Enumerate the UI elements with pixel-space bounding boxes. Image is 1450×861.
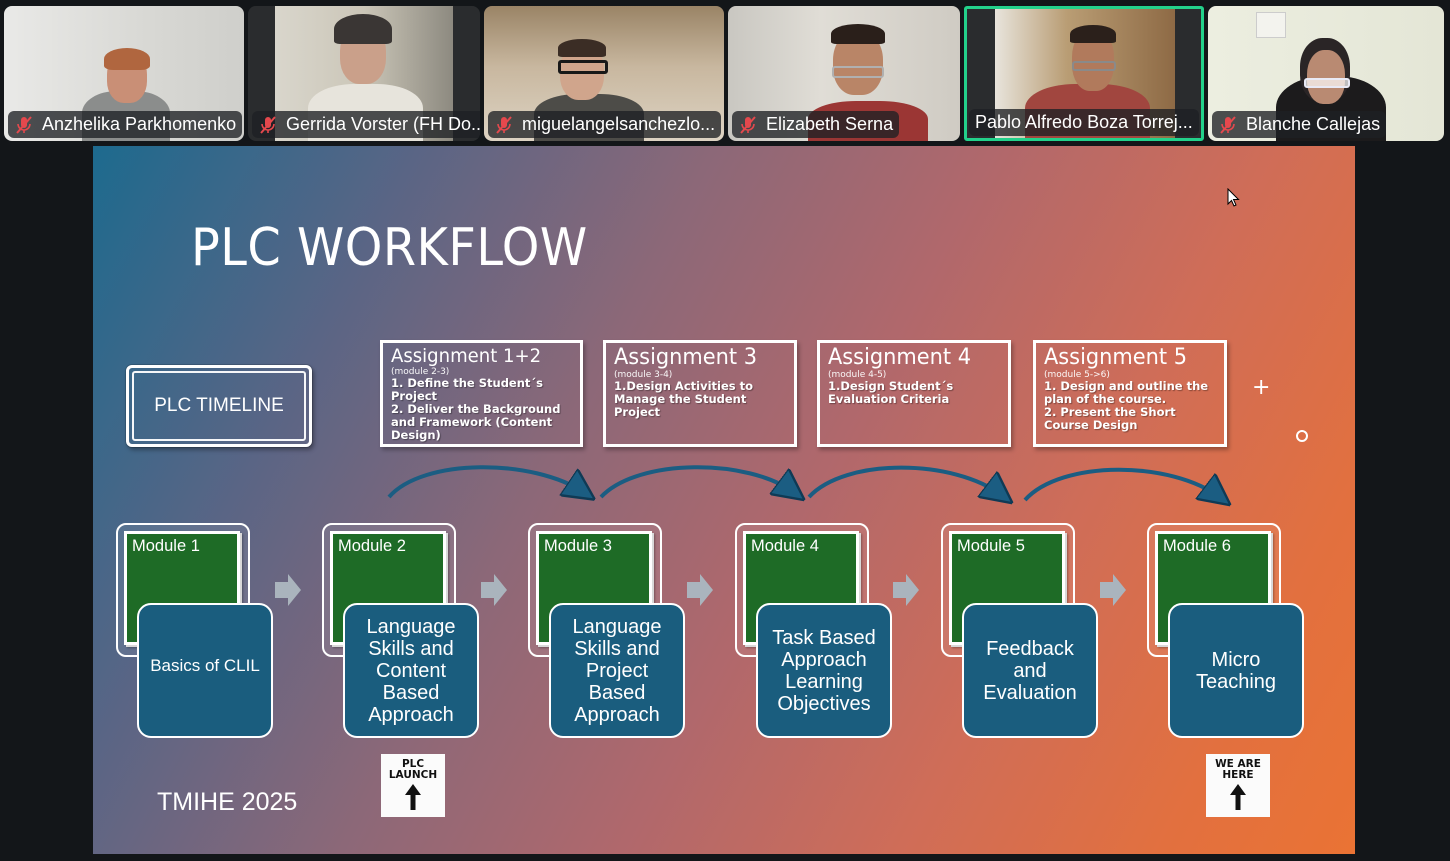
mouse-cursor-icon [1227, 188, 1240, 207]
module-label: Module 4 [751, 537, 819, 555]
module-label: Module 5 [957, 537, 1025, 555]
participant-tile[interactable]: miguelangelsanchezlo... [484, 6, 724, 141]
sign-text: WE ARE [1215, 758, 1261, 770]
arrow-up-icon [1230, 784, 1246, 810]
module-card: Module 4 Task Based Approach Learning Ob… [735, 523, 892, 738]
assignment-title: Assignment 1+2 [391, 345, 542, 367]
participant-name: Blanche Callejas [1246, 114, 1381, 134]
assignment-modules: (module 5->6) [1044, 370, 1110, 380]
participant-nameplate: Elizabeth Serna [732, 111, 900, 138]
chevron-right-arrow-icon [687, 574, 713, 606]
participant-name: Anzhelika Parkhomenko [42, 114, 237, 134]
chevron-right-arrow-icon [275, 574, 301, 606]
participant-name: Elizabeth Serna [766, 114, 894, 134]
module-label: Module 1 [132, 537, 200, 555]
curved-arrow-icon [1023, 467, 1221, 500]
plc-launch-sign: PLC LAUNCH [381, 754, 445, 817]
assignment-title: Assignment 3 [614, 345, 758, 370]
participant-nameplate: miguelangelsanchezlo... [488, 111, 722, 138]
assignment-task: 1.Design Activities to Manage the Studen… [614, 379, 754, 419]
participant-nameplate: Pablo Alfredo Boza Torrej... [969, 109, 1199, 136]
participant-nameplate: Gerrida Vorster (FH Do... [252, 111, 480, 138]
assignment-box: Assignment 1+2 (module 2-3) 1. Define th… [380, 340, 583, 447]
assignment-modules: (module 2-3) [391, 367, 450, 377]
module-topic: Task Based Approach Learning Objectives [756, 603, 892, 738]
sign-text: PLC [401, 758, 425, 770]
curved-arrow-icon [599, 465, 795, 497]
assignment-box: Assignment 4 (module 4-5) 1.Design Stude… [817, 340, 1011, 447]
slide-title: PLC WORKFLOW [191, 218, 588, 278]
mic-off-icon [13, 114, 35, 136]
assignment-title: Assignment 4 [828, 345, 972, 370]
module-card: Module 1 Basics of CLIL [116, 523, 273, 738]
assignment-title: Assignment 5 [1044, 345, 1188, 370]
chevron-right-arrow-icon [1100, 574, 1126, 606]
plc-timeline-label: PLC TIMELINE [154, 395, 284, 416]
participant-tile[interactable]: Blanche Callejas [1208, 6, 1444, 141]
chevron-right-arrow-icon [481, 574, 507, 606]
assignment-task: 2. Present the Short Course Design [1044, 405, 1176, 432]
assignment-box: Assignment 3 (module 3-4) 1.Design Activ… [603, 340, 797, 447]
assignment-modules: (module 4-5) [828, 370, 887, 380]
assignment-task: 2. Deliver the Background and Framework … [391, 402, 561, 442]
circle-decoration-icon [1296, 430, 1308, 442]
participant-nameplate: Anzhelika Parkhomenko [8, 111, 243, 138]
we-are-here-sign: WE ARE HERE [1206, 754, 1270, 817]
shared-slide: PLC WORKFLOW PLC TIMELINE Assignment 1+2… [93, 146, 1355, 854]
plus-decoration-icon: + [1252, 375, 1271, 400]
mic-off-icon [1217, 114, 1239, 136]
assignment-box: Assignment 5 (module 5->6) 1. Design and… [1033, 340, 1227, 447]
module-card: Module 3 Language Skills and Project Bas… [528, 523, 685, 738]
curved-arrow-icon [807, 465, 1003, 497]
mic-off-icon [493, 114, 515, 136]
module-topic: Micro Teaching [1168, 603, 1304, 738]
plc-timeline-box: PLC TIMELINE [126, 365, 312, 447]
slide-footer: TMIHE 2025 [157, 788, 298, 816]
chevron-right-arrow-icon [893, 574, 919, 606]
module-label: Module 6 [1163, 537, 1231, 555]
mic-off-icon [737, 114, 759, 136]
module-card: Module 5 Feedback and Evaluation [941, 523, 1098, 738]
arrow-up-icon [405, 784, 421, 810]
module-card: Module 2 Language Skills and Content Bas… [322, 523, 479, 738]
assignment-task: 1. Design and outline the plan of the co… [1044, 379, 1209, 406]
assignment-modules: (module 3-4) [614, 370, 673, 380]
module-topic: Basics of CLIL [137, 603, 273, 738]
participant-tile[interactable]: Gerrida Vorster (FH Do... [248, 6, 480, 141]
participant-tile-active-speaker[interactable]: Pablo Alfredo Boza Torrej... [964, 6, 1204, 141]
module-topic: Language Skills and Content Based Approa… [343, 603, 479, 738]
assignment-task: 1.Design Student´s Evaluation Criteria [828, 379, 954, 406]
sign-text: HERE [1222, 769, 1254, 781]
participant-name: miguelangelsanchezlo... [522, 114, 716, 134]
participant-nameplate: Blanche Callejas [1212, 111, 1387, 138]
module-card: Module 6 Micro Teaching [1147, 523, 1304, 738]
participant-tile[interactable]: Anzhelika Parkhomenko [4, 6, 244, 141]
assignment-task: 1. Define the Student´s Project [391, 376, 543, 403]
module-label: Module 3 [544, 537, 612, 555]
mic-off-icon [257, 114, 279, 136]
module-label: Module 2 [338, 537, 406, 555]
module-topic: Language Skills and Project Based Approa… [549, 603, 685, 738]
participant-name: Gerrida Vorster (FH Do... [286, 114, 480, 134]
module-topic: Feedback and Evaluation [962, 603, 1098, 738]
participant-name: Pablo Alfredo Boza Torrej... [975, 112, 1193, 132]
participant-tile[interactable]: Elizabeth Serna [728, 6, 960, 141]
curved-arrow-icon [387, 465, 585, 497]
sign-text: LAUNCH [388, 769, 438, 781]
